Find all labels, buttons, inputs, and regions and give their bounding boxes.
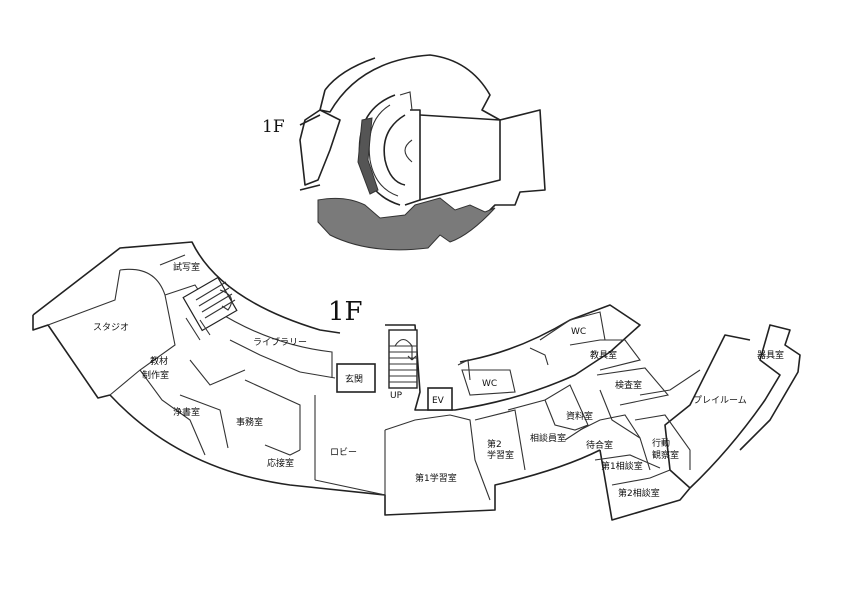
elevator-box xyxy=(427,387,453,411)
stair-center xyxy=(388,329,418,389)
room-oosetsu: 応接室 xyxy=(267,457,294,469)
room-kyogu: 教具室 xyxy=(590,349,617,361)
main-plan: 玄関 UP EV WC 試写室 スタジオ ライブラリー 教材 制作室 浄書室 事… xyxy=(32,241,801,521)
room-soudan1: 第1相談室 xyxy=(601,460,643,472)
room-studio: スタジオ xyxy=(93,322,129,333)
highlighted-zone xyxy=(317,197,496,251)
room-gakushu2-line2: 学習室 xyxy=(487,449,514,461)
room-wc-lower: WC xyxy=(482,379,497,389)
room-kodo-line1: 行動 xyxy=(652,437,670,449)
room-gakushu1: 第1学習室 xyxy=(415,472,457,484)
room-kyozai-line1: 教材 xyxy=(150,355,168,367)
room-gakushu2-line1: 第2 xyxy=(487,438,502,450)
room-playroom: プレイルーム xyxy=(693,395,747,406)
room-kyozai-line2: 制作室 xyxy=(142,369,169,381)
room-genkan: 玄関 xyxy=(345,373,363,385)
stair-left xyxy=(182,276,238,341)
room-shishashitsu: 試写室 xyxy=(173,261,200,273)
key-floor-label: 1F xyxy=(262,117,285,137)
room-library: ライブラリー xyxy=(253,336,307,348)
room-wc-upper: WC xyxy=(571,327,586,337)
room-lobby: ロビー xyxy=(330,447,357,458)
room-machiai: 待合室 xyxy=(586,439,613,451)
room-kensa: 検査室 xyxy=(615,379,642,391)
main-floor-label: 1F xyxy=(328,297,363,327)
room-soudan2: 第2相談室 xyxy=(618,487,660,499)
stair-up-label: UP xyxy=(390,391,403,401)
stair-band xyxy=(357,117,379,195)
room-kodo-line2: 観察室 xyxy=(652,449,679,461)
room-jimu: 事務室 xyxy=(236,416,263,428)
key-map: 1F xyxy=(262,54,546,251)
entrance-box xyxy=(336,363,376,393)
room-soudanin: 相談員室 xyxy=(530,432,566,444)
room-ev: EV xyxy=(432,396,445,406)
room-josho: 浄書室 xyxy=(173,406,200,418)
room-shiryo: 資料室 xyxy=(566,410,593,422)
room-kigu: 器具室 xyxy=(757,349,784,361)
